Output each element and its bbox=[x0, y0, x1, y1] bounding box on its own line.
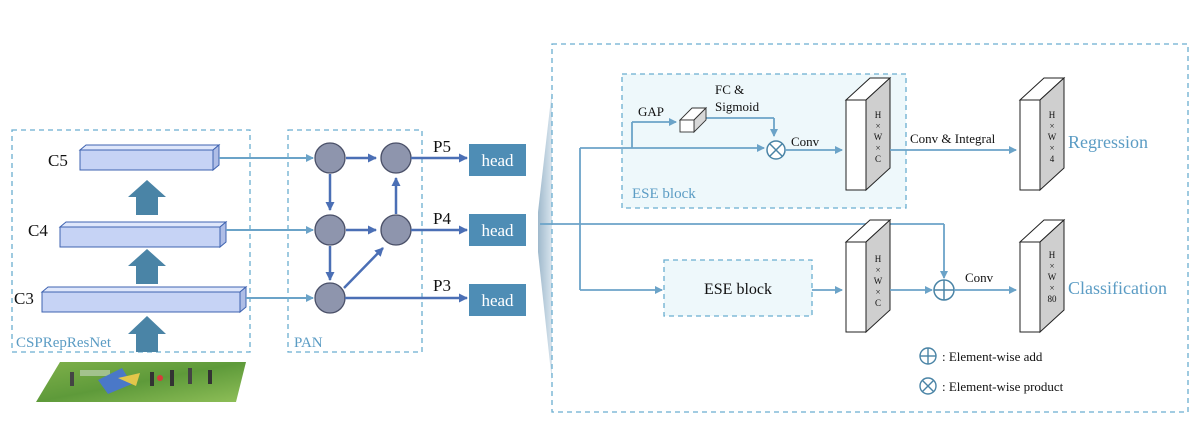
svg-text:W: W bbox=[1048, 132, 1057, 142]
p4-label: P4 bbox=[433, 209, 451, 228]
regression-label: Regression bbox=[1068, 132, 1148, 152]
legend-add-icon bbox=[919, 347, 937, 365]
up-arrow-c4-c5 bbox=[128, 180, 166, 215]
tensor-classification-dims: H × W × 80 bbox=[1048, 250, 1058, 304]
head-detail-box bbox=[551, 43, 1189, 413]
svg-text:80: 80 bbox=[1048, 294, 1058, 304]
svg-text:H: H bbox=[1049, 110, 1056, 120]
svg-text:×: × bbox=[1049, 143, 1054, 153]
pan-box bbox=[287, 129, 423, 353]
head-label: head bbox=[481, 151, 514, 170]
up-arrow-input-c3 bbox=[128, 316, 166, 352]
conv-label: Conv bbox=[791, 134, 820, 149]
classification-label: Classification bbox=[1068, 278, 1167, 298]
head-box-p3: head bbox=[469, 284, 526, 316]
conv2-label: Conv bbox=[965, 270, 994, 285]
input-image bbox=[36, 362, 246, 402]
tensor-classification bbox=[1018, 218, 1066, 334]
svg-text:W: W bbox=[1048, 272, 1057, 282]
pan-connections bbox=[325, 153, 401, 289]
fc-label-line2: Sigmoid bbox=[715, 99, 760, 114]
legend-product-text: : Element-wise product bbox=[942, 379, 1064, 394]
head-label: head bbox=[481, 221, 514, 240]
gap-path bbox=[631, 117, 778, 148]
svg-text:H: H bbox=[875, 110, 882, 120]
head-box-p5: head bbox=[469, 144, 526, 176]
c5-label: C5 bbox=[48, 151, 68, 170]
svg-text:×: × bbox=[875, 121, 880, 131]
zoom-connector bbox=[538, 90, 552, 382]
ese-block-collapsed-label: ESE block bbox=[704, 281, 772, 298]
svg-text:W: W bbox=[874, 276, 883, 286]
svg-text:×: × bbox=[1049, 121, 1054, 131]
svg-text:H: H bbox=[875, 254, 882, 264]
c5-feature-bar bbox=[78, 143, 221, 172]
gap-label: GAP bbox=[638, 104, 664, 119]
backbone-label: CSPRepResNet bbox=[16, 335, 112, 351]
tensor-regression bbox=[1018, 76, 1066, 192]
p5-label: P5 bbox=[433, 137, 451, 156]
svg-text:C: C bbox=[875, 298, 881, 308]
pan-node bbox=[314, 142, 346, 174]
c4-label: C4 bbox=[28, 221, 48, 240]
head-box-p4: head bbox=[469, 214, 526, 246]
legend: : Element-wise add : Element-wise produc… bbox=[919, 347, 1064, 395]
up-arrow-c3-c4 bbox=[128, 249, 166, 284]
fc-cuboid bbox=[678, 106, 708, 134]
pan-node bbox=[314, 214, 346, 246]
elementwise-product-operator bbox=[766, 140, 786, 160]
p3-label: P3 bbox=[433, 276, 451, 295]
svg-text:×: × bbox=[875, 143, 880, 153]
tensor-top bbox=[844, 76, 892, 192]
fc-label-line1: FC & bbox=[715, 82, 744, 97]
pan-node bbox=[380, 214, 412, 246]
tensor-lower bbox=[844, 218, 892, 334]
svg-text:W: W bbox=[874, 132, 883, 142]
pan-label: PAN bbox=[294, 335, 323, 351]
svg-text:×: × bbox=[875, 287, 880, 297]
pan-node bbox=[380, 142, 412, 174]
c3-feature-bar bbox=[40, 285, 248, 314]
backbone-box bbox=[11, 129, 251, 353]
svg-text:H: H bbox=[1049, 250, 1056, 260]
ese-block-label: ESE block bbox=[632, 186, 696, 202]
svg-text:4: 4 bbox=[1050, 154, 1055, 164]
svg-text:×: × bbox=[1049, 261, 1054, 271]
svg-text:×: × bbox=[1049, 283, 1054, 293]
pan-node bbox=[314, 282, 346, 314]
ese-block-collapsed bbox=[663, 259, 813, 317]
legend-product-icon bbox=[919, 377, 937, 395]
tensor-lower-dims: H × W × C bbox=[874, 254, 883, 308]
elementwise-add-operator bbox=[933, 279, 955, 301]
head-label: head bbox=[481, 291, 514, 310]
conv-integral-label: Conv & Integral bbox=[910, 131, 996, 146]
svg-text:C: C bbox=[875, 154, 881, 164]
legend-add-text: : Element-wise add bbox=[942, 349, 1043, 364]
svg-text:×: × bbox=[875, 265, 880, 275]
c4-feature-bar bbox=[58, 220, 228, 249]
c3-label: C3 bbox=[14, 289, 34, 308]
tensor-regression-dims: H × W × 4 bbox=[1048, 110, 1057, 164]
tensor-top-dims: H × W × C bbox=[874, 110, 883, 164]
